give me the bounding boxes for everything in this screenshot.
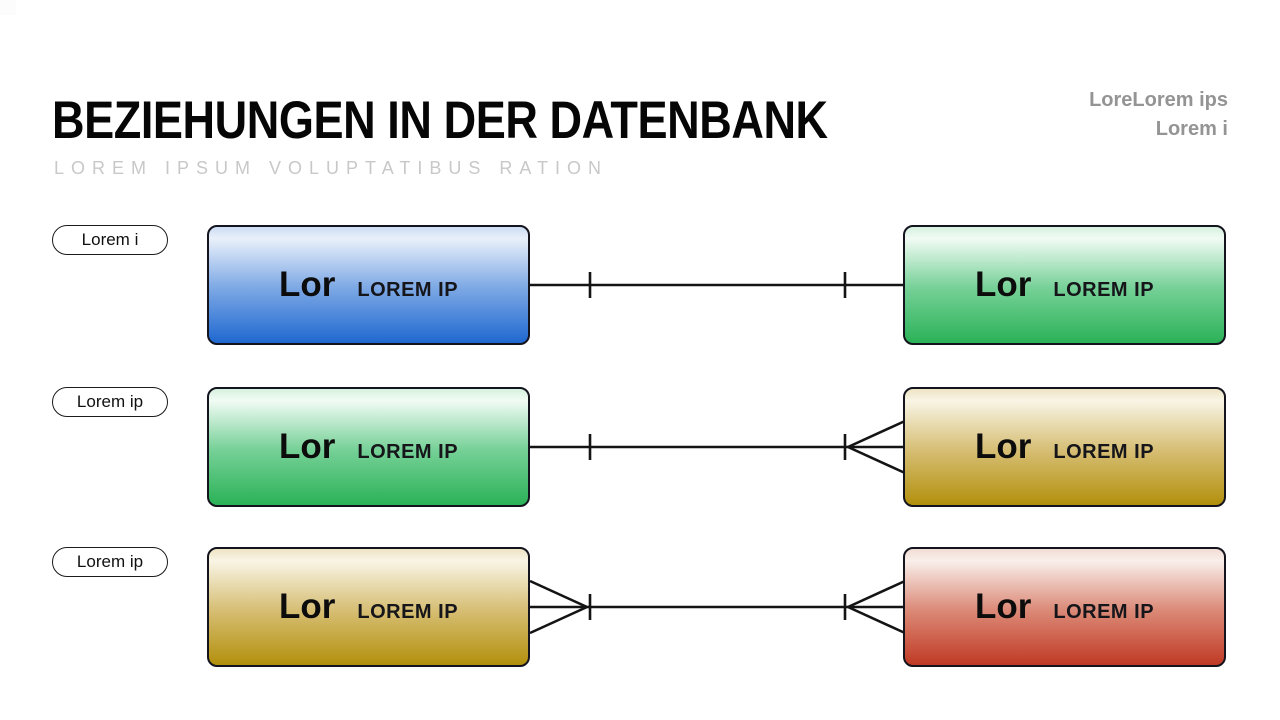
entity-subtitle: LOREM IP (357, 279, 459, 301)
entity-subtitle: LOREM IP (357, 601, 459, 623)
header-meta-line1: LoreLorem ips (1089, 89, 1228, 111)
entity-title: Lor (974, 265, 1032, 304)
row-label: Lorem ip (76, 392, 144, 411)
many-marker-left-lower (530, 605, 588, 635)
entity-labels: Lor LOREM IP (279, 265, 458, 305)
connector-many-to-many (530, 579, 905, 635)
diagram-row-1: Lorem i Lor LOREM IP Lor LOREM IP (0, 225, 1280, 345)
entity-subtitle: LOREM IP (1053, 279, 1155, 301)
entity-labels: Lor LOREM IP (279, 427, 458, 467)
diagram-row-3: Lorem ip Lor LOREM IP Lor LOREM IP (0, 547, 1280, 667)
entity-box-green: Lor LOREM IP (903, 225, 1226, 345)
row-label: Lorem ip (76, 552, 144, 571)
entity-box-blue: Lor LOREM IP (207, 225, 530, 345)
entity-title: Lor (974, 587, 1032, 626)
entity-subtitle: LOREM IP (1053, 441, 1155, 463)
entity-box-green: Lor LOREM IP (207, 387, 530, 507)
row-label-pill: Lorem i (52, 225, 168, 255)
connector-one-to-one (530, 272, 905, 298)
page-subtitle: LOREM IPSUM VOLUPTATIBUS RATION (54, 158, 609, 178)
entity-box-red: Lor LOREM IP (903, 547, 1226, 667)
many-marker-right-upper (847, 419, 905, 449)
connector-one-to-many (530, 419, 905, 475)
many-marker-right-lower (847, 445, 905, 475)
page-title: BEZIEHUNGEN IN DER DATENBANK (52, 91, 828, 150)
entity-labels: Lor LOREM IP (975, 265, 1154, 305)
entity-title: Lor (278, 587, 336, 626)
row-label-pill: Lorem ip (52, 387, 168, 417)
header-meta-line2: Lorem i (1155, 118, 1228, 140)
many-marker-left-upper (530, 579, 588, 609)
row-label-pill: Lorem ip (52, 547, 168, 577)
row-label: Lorem i (81, 230, 139, 249)
entity-box-gold: Lor LOREM IP (207, 547, 530, 667)
entity-labels: Lor LOREM IP (975, 587, 1154, 627)
entity-labels: Lor LOREM IP (975, 427, 1154, 467)
entity-title: Lor (974, 427, 1032, 466)
entity-title: Lor (278, 265, 336, 304)
header-meta: LoreLorem ips Lorem i (1089, 86, 1228, 144)
diagram-row-2: Lorem ip Lor LOREM IP Lor LOREM IP (0, 387, 1280, 507)
entity-box-gold: Lor LOREM IP (903, 387, 1226, 507)
entity-subtitle: LOREM IP (1053, 601, 1155, 623)
entity-labels: Lor LOREM IP (279, 587, 458, 627)
entity-subtitle: LOREM IP (357, 441, 459, 463)
many-marker-right-upper (847, 579, 905, 609)
corner-logo-placeholder (0, 0, 16, 15)
entity-title: Lor (278, 427, 336, 466)
many-marker-right-lower (847, 605, 905, 635)
